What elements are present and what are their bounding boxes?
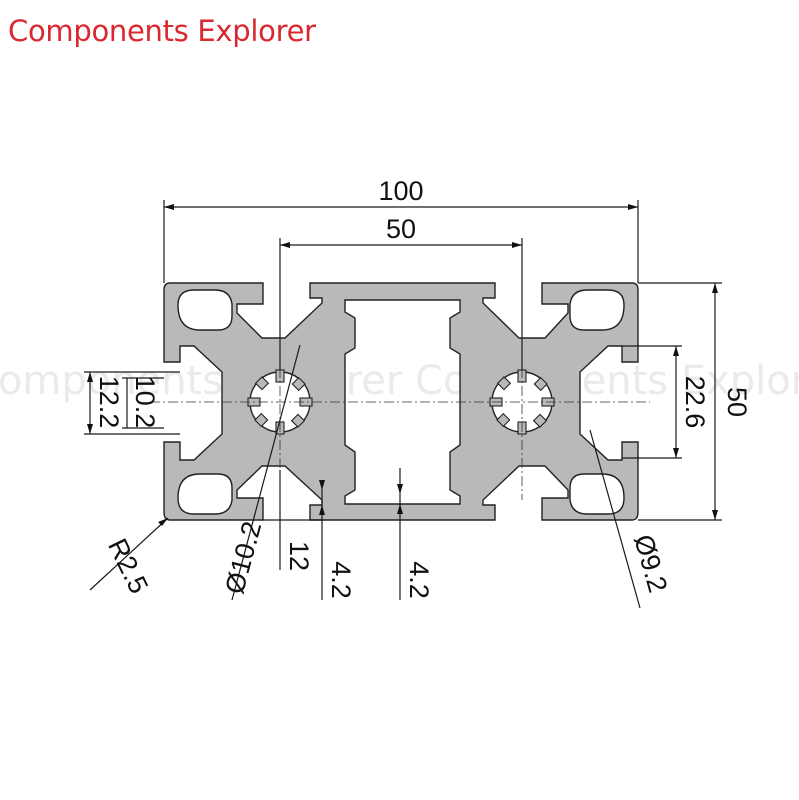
dim-slot-inner: 22.6 <box>680 376 710 429</box>
dim-slot-opening: 10.2 <box>130 376 160 429</box>
dim-slot-depth: 12.2 <box>94 376 124 429</box>
dim-overall-width: 100 <box>378 176 423 206</box>
dimension-lines <box>84 200 722 609</box>
watermark: Components Explorer Components Explorer <box>0 358 799 404</box>
dim-wall-b: 4.2 <box>404 561 434 599</box>
dim-slot-height: 12 <box>284 541 314 571</box>
dim-center-bore: Ø10.2 <box>219 518 267 597</box>
profile-body <box>163 282 639 521</box>
dim-corner-bore: Ø9.2 <box>628 531 673 596</box>
center-lines <box>150 350 650 500</box>
brand-title: Components Explorer <box>8 14 316 48</box>
dim-height: 50 <box>722 387 752 417</box>
dim-corner-radius: R2.5 <box>102 534 154 598</box>
dim-wall-a: 4.2 <box>326 561 356 599</box>
dim-slot-spacing: 50 <box>386 214 416 244</box>
